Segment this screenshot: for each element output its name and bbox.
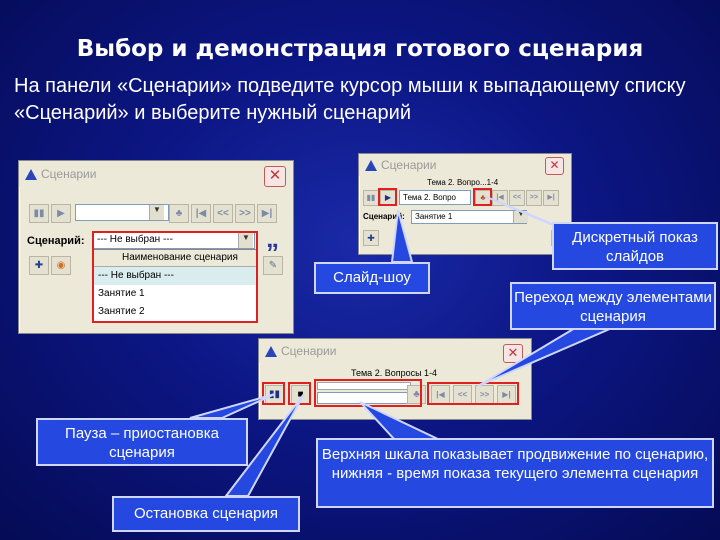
scenario-panel-window-2: Сценарии ✕ Тема 2. Вопро...1-4 ▮▮ ▶ Тема… <box>358 153 572 255</box>
close-button[interactable]: ✕ <box>503 344 523 363</box>
intro-text: На панели «Сценарии» подведите курсор мы… <box>14 75 686 124</box>
topic-field: Тема 2. Вопро <box>399 190 471 205</box>
play-button[interactable]: ▶ <box>51 204 71 223</box>
close-button[interactable]: ✕ <box>545 157 564 175</box>
callout-stop: Остановка сценария <box>112 496 300 532</box>
scenario-panel-window-1: Сценарии ✕ ▮▮ ▶ ▼ ♣ |◀ << >> ▶| Сценарий… <box>18 160 294 334</box>
page-title: Выбор и демонстрация готового сценария <box>76 36 644 62</box>
app-triangle-icon <box>265 345 277 357</box>
window-title: Сценарии <box>281 344 337 358</box>
topic-label: Тема 2. Вопросы 1-4 <box>351 368 438 378</box>
window-titlebar: Сценарии <box>259 339 531 363</box>
window-titlebar: Сценарии <box>359 154 571 176</box>
pointer-pause <box>189 393 276 419</box>
last-element-button[interactable]: ▶| <box>543 190 559 206</box>
tree-highlight <box>473 188 492 206</box>
topic-label: Тема 2. Вопро...1-4 <box>427 178 499 187</box>
pointer-scales <box>359 401 441 441</box>
progress-field <box>75 204 169 221</box>
pause-button[interactable]: ▮▮ <box>363 190 379 206</box>
prev-element-button[interactable]: << <box>213 204 233 223</box>
list-item[interactable]: Занятие 2 <box>98 306 145 317</box>
tree-icon[interactable]: ♣ <box>169 204 189 223</box>
callout-scales: Верхняя шкала показывает продвижение по … <box>316 438 714 508</box>
callout-navigation: Переход между элементами сценария <box>510 282 716 330</box>
close-button[interactable]: ✕ <box>264 166 286 187</box>
callout-pause: Пауза – приостановка сценария <box>36 418 248 466</box>
next-element-button[interactable]: >> <box>526 190 542 206</box>
pointer-navigation <box>477 327 613 387</box>
add-icon[interactable]: ✚ <box>363 230 379 246</box>
list-item[interactable]: Занятие 1 <box>98 288 145 299</box>
navigation-highlight <box>427 382 519 405</box>
scenario-label: Сценарий: <box>27 235 85 247</box>
first-element-button[interactable]: |◀ <box>191 204 211 223</box>
chevron-down-icon[interactable]: ▼ <box>149 205 164 220</box>
window-title: Сценарии <box>41 167 97 181</box>
add-icon[interactable]: ✚ <box>29 256 49 275</box>
list-header: Наименование сценария <box>94 250 256 267</box>
pause-highlight <box>262 382 285 405</box>
list-item[interactable]: --- Не выбран --- <box>94 267 256 285</box>
next-element-button[interactable]: >> <box>235 204 255 223</box>
play-highlight <box>378 188 397 206</box>
scenario-highlight <box>92 231 258 323</box>
last-element-button[interactable]: ▶| <box>257 204 277 223</box>
pause-button[interactable]: ▮▮ <box>29 204 49 223</box>
callout-slideshow: Слайд-шоу <box>314 262 430 294</box>
app-triangle-icon <box>365 159 377 171</box>
chevron-down-icon[interactable]: ▼ <box>238 233 253 248</box>
prev-element-button[interactable]: << <box>509 190 525 206</box>
edit-icon[interactable]: ✎ <box>263 256 283 275</box>
window-title: Сценарии <box>381 158 437 172</box>
callout-discrete: Дискретный показ слайдов <box>552 222 718 270</box>
scenario-label: Сценарий: <box>363 212 405 221</box>
scenario-dropdown-list: Наименование сценария --- Не выбран --- … <box>93 249 257 323</box>
pointer-slideshow <box>390 209 414 263</box>
app-triangle-icon <box>25 168 37 180</box>
quote-glyph: „ <box>266 223 279 253</box>
browser-icon[interactable]: ◉ <box>51 256 71 275</box>
window-titlebar: Сценарии <box>19 161 293 187</box>
